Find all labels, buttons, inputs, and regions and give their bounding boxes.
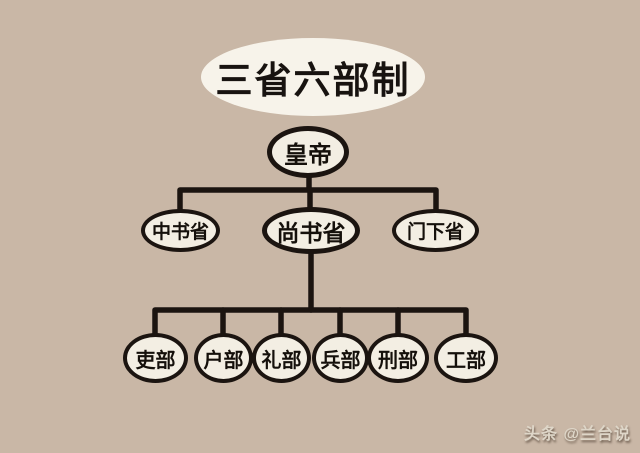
watermark: 头条 @兰台说 — [524, 420, 631, 444]
node-secretariat-zhongshu: 中书省 — [141, 209, 220, 252]
node-ministry-of-justice: 刑部 — [367, 333, 429, 383]
node-ministry-of-personnel: 吏部 — [123, 333, 188, 383]
node-chancellery-label: 门下省 — [406, 222, 464, 243]
ministry-of-personnel-label: 吏部 — [135, 349, 176, 372]
watermark-label: 头条 @兰台说 — [524, 426, 632, 443]
line-ministries-rail — [152, 307, 469, 341]
node-emperor: 皇帝 — [267, 126, 349, 178]
node-chancellery-menxia: 门下省 — [392, 209, 479, 252]
node-ministry-of-rites: 礼部 — [252, 333, 311, 383]
ministry-of-works-label: 工部 — [446, 349, 486, 372]
ministry-of-revenue-label: 户部 — [203, 349, 244, 372]
node-ministry-of-war: 兵部 — [312, 333, 369, 383]
node-secretariat-label: 中书省 — [151, 222, 209, 243]
node-state-affairs-shangshu: 尚书省 — [262, 207, 360, 254]
ministry-of-justice-label: 刑部 — [378, 349, 418, 372]
ministry-of-war-label: 兵部 — [320, 349, 361, 372]
diagram-title-label: 三省六部制 — [215, 60, 411, 101]
node-ministry-of-revenue: 户部 — [194, 333, 253, 383]
node-emperor-label: 皇帝 — [284, 141, 332, 169]
ministry-of-rites-label: 礼部 — [261, 349, 302, 372]
node-ministry-of-works: 工部 — [434, 333, 498, 383]
node-state-affairs-label: 尚书省 — [276, 219, 346, 246]
diagram-title: 三省六部制 — [201, 38, 425, 116]
